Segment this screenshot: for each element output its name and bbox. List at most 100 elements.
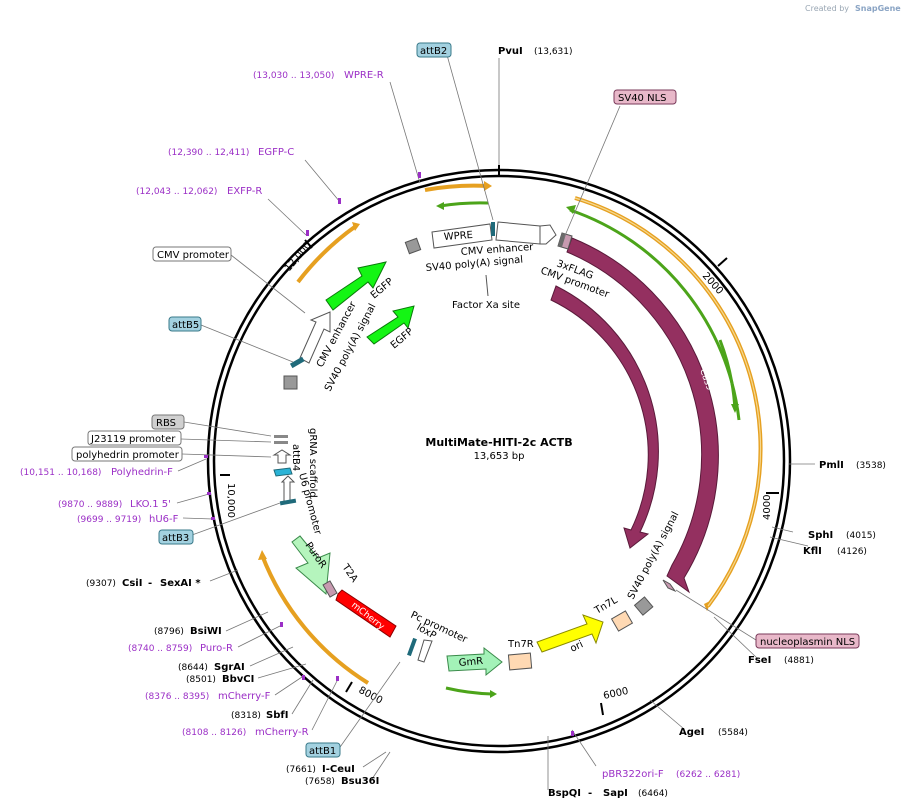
primer-polyhedrin-f-pos: (10,151 .. 10,168) [20, 468, 101, 478]
cmv-enhancer-left-arrow [299, 311, 331, 364]
primer-egfp-c-pos: (12,390 .. 12,411) [168, 148, 249, 158]
wpre-marker [491, 222, 495, 236]
j23119-box [87, 430, 182, 446]
flag-marker [558, 233, 566, 247]
primer-hu6-f: hU6-F [149, 514, 179, 525]
leader-lines [176, 54, 815, 790]
primer-wpre-r: WPRE-R [344, 70, 384, 81]
attb1-box [305, 742, 341, 758]
sv40-pa-right-box [633, 596, 654, 616]
enzyme-bbvci-pos: (8501) [186, 675, 216, 685]
enzyme-icei-pos: (7661) [286, 765, 316, 775]
tn7l-box [610, 610, 634, 632]
attb3-label: attB3 [162, 533, 189, 544]
primer-egfp-c: EGFP-C [258, 147, 294, 158]
ori-arrow [536, 614, 604, 653]
gmr-arrow [446, 646, 503, 677]
enzyme-csii-sep: - [148, 578, 152, 589]
primer-arc-right-orange-highlight [574, 197, 762, 607]
tick-12000 [304, 239, 313, 249]
j23119-label: J23119 promoter [90, 434, 176, 445]
enzyme-bsu36i: Bsu36I [341, 776, 379, 787]
enzyme-sbfi-pos: (8318) [231, 711, 261, 721]
primer-arc-egfp-orange [296, 224, 358, 284]
sv40-pa-top-box [404, 237, 422, 255]
primer-puro-r-pos: (8740 .. 8759) [128, 644, 192, 654]
cmv-enhancer-top-label: CMV enhancer [460, 242, 534, 258]
t2a-marker [322, 580, 338, 598]
nucleoplasmin-nls-marker [662, 579, 677, 593]
enzyme-sphi-pos: (4015) [846, 531, 876, 541]
attb2-label: attB2 [420, 46, 447, 57]
tick-8000 [345, 681, 353, 693]
primer-lko1-pos: (9870 .. 9889) [58, 500, 122, 510]
primer-site-markers [204, 172, 574, 736]
factor-xa-leader [485, 274, 489, 297]
primer-mcherry-r: mCherry-R [255, 727, 309, 738]
enzyme-bspqi-pos: (6464) [638, 789, 668, 799]
cmv-promoter-callout: CMV promoter [157, 250, 230, 261]
tick-2000 [717, 257, 728, 267]
sv40-nls-label: SV40 NLS [618, 93, 667, 104]
primer-mcherry-r-pos: (8108 .. 8126) [182, 728, 246, 738]
factor-xa-label: Factor Xa site [452, 300, 520, 311]
primer-wpre-r-pos: (13,030 .. 13,050) [253, 71, 334, 81]
primer-lko1: LKO.1 5' [130, 499, 171, 510]
cmv-promoter-top-arrow [539, 224, 557, 245]
cmv-promoter-box [152, 246, 232, 262]
pc-promoter-arrow [417, 639, 433, 663]
polyhedrin-promoter-label: polyhedrin promoter [76, 450, 180, 461]
tn7r-label: Tn7R [507, 639, 534, 650]
tn7r-box [507, 652, 533, 671]
enzyme-bbvci: BbvCI [222, 674, 254, 685]
u6-promoter-arrow [280, 475, 296, 503]
primer-mcherry-f: mCherry-F [218, 691, 271, 702]
primer-arc-right-green-2 [718, 339, 737, 411]
sv40-nls-box [613, 89, 677, 105]
enzyme-pvui: PvuI [498, 46, 523, 57]
primer-arrowhead [436, 202, 444, 210]
primer-arc-bottom-green [445, 686, 493, 696]
primer-arc-lower-left-orange [260, 554, 370, 685]
primer-arrowhead [484, 181, 492, 191]
tick-label-6000: 6000 [602, 686, 629, 702]
tn7l-label: Tn7L [592, 595, 620, 617]
enzyme-sexai: SexAI * [160, 578, 201, 589]
egfp-outer-arrow [325, 261, 387, 311]
primer-arc-top-green [439, 201, 489, 208]
cas9-inner-arrow [550, 285, 659, 549]
ori-label: ori [569, 639, 585, 654]
enzyme-agei-pos: (5584) [718, 728, 748, 738]
primer-exfp-r-pos: (12,043 .. 12,062) [136, 187, 217, 197]
enzyme-bspqi: BspQI [548, 788, 581, 799]
enzyme-sgrai-pos: (8644) [178, 663, 208, 673]
enzyme-bspqi-sep: - [588, 788, 592, 799]
primer-hu6-f-pos: (9699 .. 9719) [77, 515, 141, 525]
mcherry-arrow [335, 589, 397, 638]
polyhedrin-promoter-arrow [272, 449, 292, 464]
enzyme-csii-pos: (9307) [86, 579, 116, 589]
egfp-inner-arrow [366, 305, 415, 345]
primer-exfp-r: EXFP-R [227, 186, 262, 197]
primer-mcherry-f-pos: (8376 .. 8395) [145, 692, 209, 702]
wpre-label: WPRE [443, 230, 473, 243]
tick-label-10000: 10,000 [225, 483, 236, 518]
primer-arrowhead [352, 222, 360, 231]
enzyme-fsei-pos: (4881) [784, 656, 814, 666]
enzyme-agei: AgeI [679, 727, 704, 738]
enzyme-pvui-pos: (13,631) [534, 47, 573, 57]
cmv-enhancer-top-arrow [495, 221, 547, 245]
primer-pbr322ori-f: pBR322ori-F [602, 769, 664, 780]
primer-arrowhead [258, 550, 267, 560]
polyhedrin-promoter-box [71, 446, 183, 462]
grna-scaffold-arrow [273, 467, 293, 477]
snapgene-logo: SnapGene [855, 4, 901, 13]
primer-puro-r: Puro-R [200, 643, 233, 654]
enzyme-pmli: PmlI [819, 460, 844, 471]
sv40-pa-left-box [283, 375, 298, 390]
attb4-label: attB4 [290, 444, 301, 471]
plasmid-length: 13,653 bp [474, 451, 525, 462]
credit-text: Created by [805, 4, 849, 13]
primer-pbr322ori-f-pos: (6262 .. 6281) [676, 770, 740, 780]
